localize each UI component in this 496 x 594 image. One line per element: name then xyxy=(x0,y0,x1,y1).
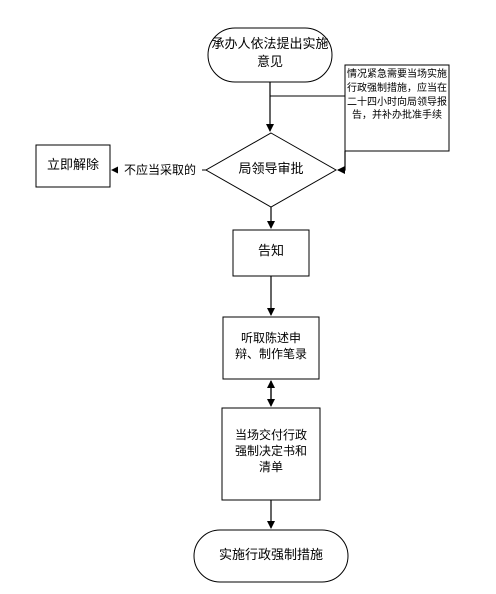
notify-box xyxy=(232,229,310,277)
hear-box xyxy=(222,316,320,380)
end-terminator xyxy=(193,529,349,583)
arrow-note-to-decision xyxy=(337,151,346,174)
deliver-box xyxy=(221,407,321,501)
note-box xyxy=(344,64,450,152)
reject-box xyxy=(35,144,111,188)
start-label: 承办人依法提出实施 意见 xyxy=(211,37,329,70)
reject-edge-label: 不应当采取的 xyxy=(118,162,202,179)
end-label: 实施行政强制措施 xyxy=(218,548,323,563)
hear-label: 听取陈述申 辩、制作笔录 xyxy=(234,331,307,362)
reject-label: 立即解除 xyxy=(46,158,99,173)
decision-label: 局领导审批 xyxy=(238,162,304,177)
notify-label: 告知 xyxy=(257,244,284,259)
note-label: 情况紧急需要当场实施行政强制措施，应当在二十四小时向局领导报告，并补办批准手续 xyxy=(347,69,447,122)
deliver-label: 当场交付行政 强制决定书和 清单 xyxy=(234,428,307,475)
